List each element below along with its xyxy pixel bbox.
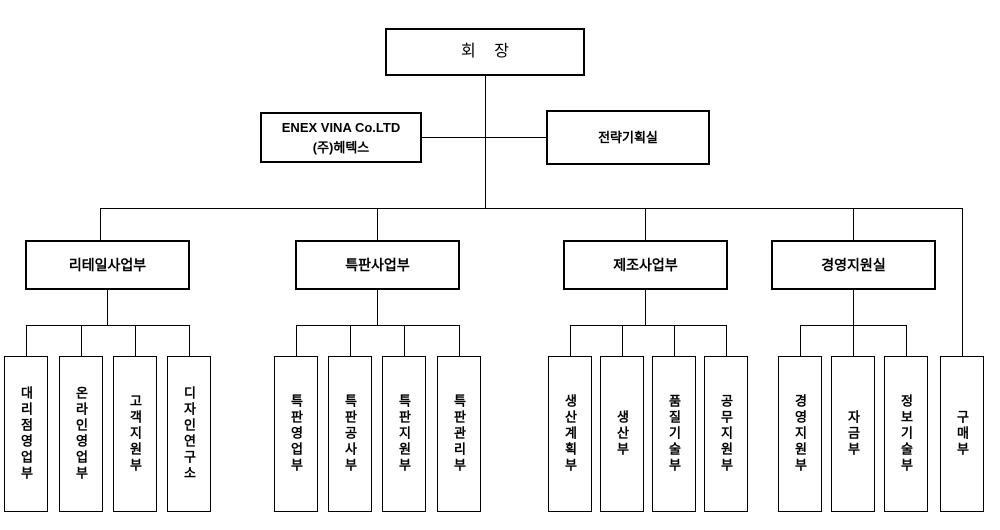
connector-drop-special-sales	[377, 208, 378, 240]
connector-manufacturing-child-2	[674, 325, 675, 356]
connector-retail-child-3	[189, 325, 190, 356]
node-division-manufacturing-label: 제조사업부	[613, 256, 678, 273]
connector-retail-child-0	[26, 325, 27, 356]
node-strategy-office[interactable]: 전략기획실	[546, 110, 710, 165]
node-unit-information-technology-label: 정보기술부	[898, 394, 914, 474]
node-chairman[interactable]: 회 장	[385, 28, 585, 76]
node-unit-special-sales-dept[interactable]: 특판영업부	[274, 356, 318, 512]
connector-management-support-child-2	[906, 325, 907, 356]
node-enex-vina-label: ENEX VINA Co.LTD (주)헤텍스	[281, 120, 401, 155]
connector-special-sales-child-0	[296, 325, 297, 356]
connector-retail-child-1	[81, 325, 82, 356]
connector-manufacturing-child-1	[622, 325, 623, 356]
connector-special-sales-bus	[296, 325, 459, 326]
connector-manufacturing-child-3	[726, 325, 727, 356]
node-unit-special-sales-dept-label: 특판영업부	[288, 394, 304, 474]
node-unit-agency-sales[interactable]: 대리점영업부	[4, 356, 48, 512]
node-unit-facility-support-label: 공무지원부	[718, 394, 734, 474]
node-unit-production-planning[interactable]: 생산계획부	[548, 356, 592, 512]
node-unit-design-lab[interactable]: 디자인연구소	[167, 356, 211, 512]
connector-manufacturing-stem	[645, 290, 646, 325]
node-division-manufacturing[interactable]: 제조사업부	[563, 240, 728, 290]
node-unit-quality-technology-label: 품질기술부	[666, 394, 682, 474]
connector-drop-manufacturing	[645, 208, 646, 240]
node-unit-facility-support[interactable]: 공무지원부	[704, 356, 748, 512]
node-unit-production[interactable]: 생산부	[600, 356, 644, 512]
node-division-special-sales[interactable]: 특판사업부	[295, 240, 460, 290]
connector-management-support-child-0	[800, 325, 801, 356]
node-unit-special-management[interactable]: 특판관리부	[437, 356, 481, 512]
connector-special-sales-child-1	[350, 325, 351, 356]
node-unit-management-support-dept[interactable]: 경영지원부	[778, 356, 822, 512]
node-unit-special-support[interactable]: 특판지원부	[382, 356, 426, 512]
connector-management-support-stem	[853, 290, 854, 325]
node-unit-finance[interactable]: 자금부	[831, 356, 875, 512]
connector-drop-management-support	[853, 208, 854, 240]
node-unit-customer-support-label: 고객지원부	[127, 394, 143, 474]
node-unit-customer-support[interactable]: 고객지원부	[113, 356, 157, 512]
connector-chairman-trunk	[485, 76, 486, 208]
node-unit-finance-label: 자금부	[845, 410, 861, 458]
connector-retail-bus	[26, 325, 189, 326]
connector-special-sales-stem	[377, 290, 378, 325]
node-unit-special-construction-label: 특판공사부	[342, 394, 358, 474]
node-unit-purchasing-label: 구매부	[954, 410, 970, 458]
node-unit-online-sales[interactable]: 온라인영업부	[59, 356, 103, 512]
node-unit-purchasing[interactable]: 구매부	[940, 356, 984, 512]
node-unit-management-support-dept-label: 경영지원부	[792, 394, 808, 474]
node-unit-quality-technology[interactable]: 품질기술부	[652, 356, 696, 512]
connector-drop-retail	[100, 208, 101, 240]
connector-special-sales-child-2	[404, 325, 405, 356]
node-chairman-label: 회 장	[461, 43, 516, 61]
node-strategy-office-label: 전략기획실	[598, 129, 658, 145]
node-unit-online-sales-label: 온라인영업부	[73, 386, 89, 482]
node-unit-special-construction[interactable]: 특판공사부	[328, 356, 372, 512]
connector-manufacturing-child-0	[570, 325, 571, 356]
connector-special-sales-child-3	[459, 325, 460, 356]
node-enex-vina[interactable]: ENEX VINA Co.LTD (주)헤텍스	[260, 112, 422, 163]
node-division-management-support-label: 경영지원실	[821, 256, 886, 273]
node-division-retail[interactable]: 리테일사업부	[25, 240, 190, 290]
node-unit-agency-sales-label: 대리점영업부	[18, 386, 34, 482]
connector-manufacturing-bus	[570, 325, 726, 326]
connector-management-support-child-1	[853, 325, 854, 356]
node-unit-production-planning-label: 생산계획부	[562, 394, 578, 474]
node-unit-special-support-label: 특판지원부	[396, 394, 412, 474]
node-unit-information-technology[interactable]: 정보기술부	[884, 356, 928, 512]
node-unit-special-management-label: 특판관리부	[451, 394, 467, 474]
connector-drop-purchasing	[962, 208, 963, 356]
node-unit-production-label: 생산부	[614, 410, 630, 458]
connector-level-two-crossbar	[422, 137, 546, 138]
node-division-special-sales-label: 특판사업부	[345, 256, 410, 273]
node-division-retail-label: 리테일사업부	[68, 256, 147, 273]
connector-retail-stem	[107, 290, 108, 325]
connector-division-bus	[100, 208, 962, 209]
node-unit-design-lab-label: 디자인연구소	[181, 386, 197, 482]
node-division-management-support[interactable]: 경영지원실	[771, 240, 936, 290]
connector-retail-child-2	[135, 325, 136, 356]
